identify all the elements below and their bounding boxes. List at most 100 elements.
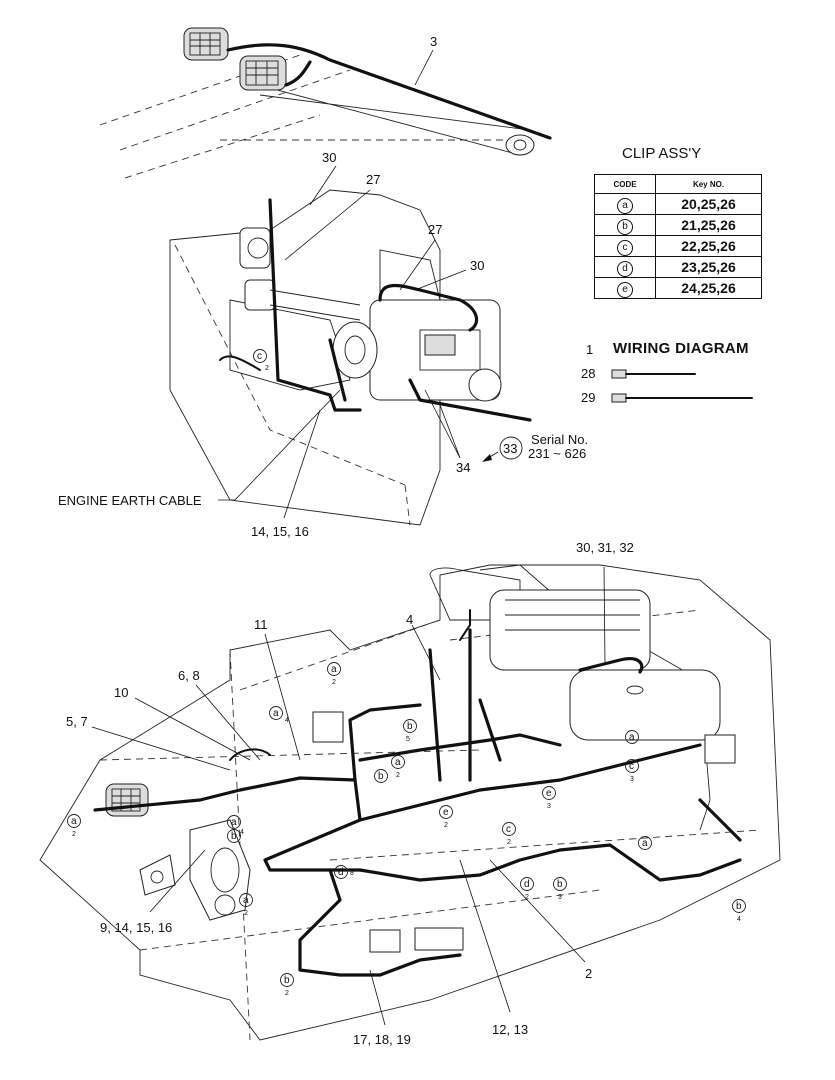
code-cell: d	[594, 256, 656, 278]
clip-count: 2	[525, 894, 529, 901]
clip-marker: a 4	[269, 706, 289, 724]
clip-count: 8	[350, 870, 354, 877]
code-cell: b	[594, 214, 656, 236]
callout-engine-earth-cable: ENGINE EARTH CABLE	[58, 493, 202, 508]
clip-marker: a 2	[239, 893, 253, 917]
code-circle: a	[617, 197, 633, 214]
clip-letter: a	[629, 732, 635, 743]
callout-14-15-16: 14, 15, 16	[251, 524, 309, 539]
clip-count: 2	[72, 831, 76, 838]
code-cell: a	[594, 193, 656, 215]
main-wiring-harness	[93, 609, 742, 977]
key-cell: 24,25,26	[655, 277, 762, 299]
clip-marker: d 2	[520, 877, 534, 901]
code-circle: d	[617, 260, 633, 277]
battery-boxes	[369, 927, 464, 953]
clip-marker: a	[625, 730, 639, 744]
engine-assembly	[169, 189, 502, 526]
code-circle: b	[617, 218, 633, 235]
code-cell: e	[594, 277, 656, 299]
clip-letter: b	[284, 975, 290, 986]
work-light-2	[239, 55, 287, 91]
clip-letter: b	[736, 901, 742, 912]
key-cell: 20,25,26	[655, 193, 762, 215]
clip-letter: a	[243, 895, 249, 906]
engine-clip-marker: c 2	[253, 349, 269, 372]
serial-badge-number: 33	[503, 441, 517, 456]
clip-count: 4	[737, 916, 741, 923]
clip-letter: d	[338, 867, 344, 878]
work-light-1	[183, 27, 229, 61]
clip-marker: e 2	[439, 805, 453, 829]
callout-4: 4	[406, 612, 413, 627]
clip-count: 4	[285, 717, 289, 724]
clip-count: 2	[244, 910, 248, 917]
code-cell: c	[594, 235, 656, 257]
clip-marker: c 2	[502, 822, 516, 846]
clip-marker: b 4	[732, 899, 746, 923]
clip-marker: a 2	[327, 662, 341, 686]
clip-letter: d	[524, 879, 530, 890]
clip-letter: a	[395, 757, 401, 768]
clip-letter: a	[231, 817, 237, 828]
callout-34: 34	[456, 460, 470, 475]
callout-3: 3	[430, 34, 437, 49]
clip-count: 5	[406, 736, 410, 743]
callout-5-7: 5, 7	[66, 714, 88, 729]
clip-count: 2	[285, 990, 289, 997]
clip-count: 3	[630, 776, 634, 783]
clip-marker: a	[638, 836, 652, 850]
header-code: CODE	[594, 174, 656, 194]
serial-badge-circle	[499, 436, 523, 460]
clip-letter: a	[642, 838, 648, 849]
clip-letter: c	[257, 351, 262, 362]
table-row: a 20,25,26	[594, 193, 762, 215]
clip-letter: e	[443, 807, 449, 818]
clip-marker: a 2	[67, 814, 81, 838]
upper-structure-frame	[39, 564, 781, 1041]
clip-marker: b 3	[553, 877, 567, 901]
callout-27-top: 27	[366, 172, 380, 187]
table-row: d 23,25,26	[594, 256, 762, 278]
callout-30-top: 30	[322, 150, 336, 165]
callout-17-18-19: 17, 18, 19	[353, 1032, 411, 1047]
clip-marker: c 3	[625, 759, 639, 783]
clip-count: 2	[332, 679, 336, 686]
clip-letter: c	[629, 761, 634, 772]
clip-letter: a	[71, 816, 77, 827]
clip-count: 2	[507, 839, 511, 846]
clip-letter: b	[231, 831, 237, 842]
code-circle: c	[617, 239, 633, 256]
serial-range: 231 ~ 626	[528, 446, 587, 461]
clip-count: 4	[240, 829, 244, 836]
clip-marker: a 4	[227, 815, 244, 836]
cable-tie-28-label: 28	[581, 366, 596, 381]
clip-letter: b	[378, 771, 384, 782]
key-cell: 22,25,26	[655, 235, 762, 257]
table-row: c 22,25,26	[594, 235, 762, 257]
code-circle: e	[617, 281, 633, 298]
clip-marker: b	[374, 769, 388, 783]
table-row: b 21,25,26	[594, 214, 762, 236]
clip-count: 3	[558, 894, 562, 901]
wiring-diagram-label: WIRING DIAGRAM	[613, 340, 749, 357]
clip-marker: b 2	[280, 973, 294, 997]
clip-assy-table: CODE Key NO. a 20,25,26 b 21,25,26 c 22,…	[594, 174, 762, 299]
clip-marker: d 8	[334, 865, 354, 879]
callout-6-8: 6, 8	[178, 668, 200, 683]
clip-count: 2	[265, 365, 269, 372]
key-cell: 21,25,26	[655, 214, 762, 236]
clip-letter: b	[407, 721, 413, 732]
cable-tie-28	[611, 369, 696, 379]
table-row: e 24,25,26	[594, 277, 762, 299]
clip-marker: b 5	[403, 719, 417, 743]
cable-tie-29-label: 29	[581, 390, 596, 405]
boom-light-assembly	[99, 27, 552, 179]
callout-10: 10	[114, 685, 128, 700]
clip-count: 2	[396, 772, 400, 779]
header-key-no: Key NO.	[655, 174, 762, 194]
clip-marker: b	[227, 829, 241, 843]
callout-30-31-32: 30, 31, 32	[576, 540, 634, 555]
clip-count: 2	[444, 822, 448, 829]
clip-letter: c	[506, 824, 511, 835]
